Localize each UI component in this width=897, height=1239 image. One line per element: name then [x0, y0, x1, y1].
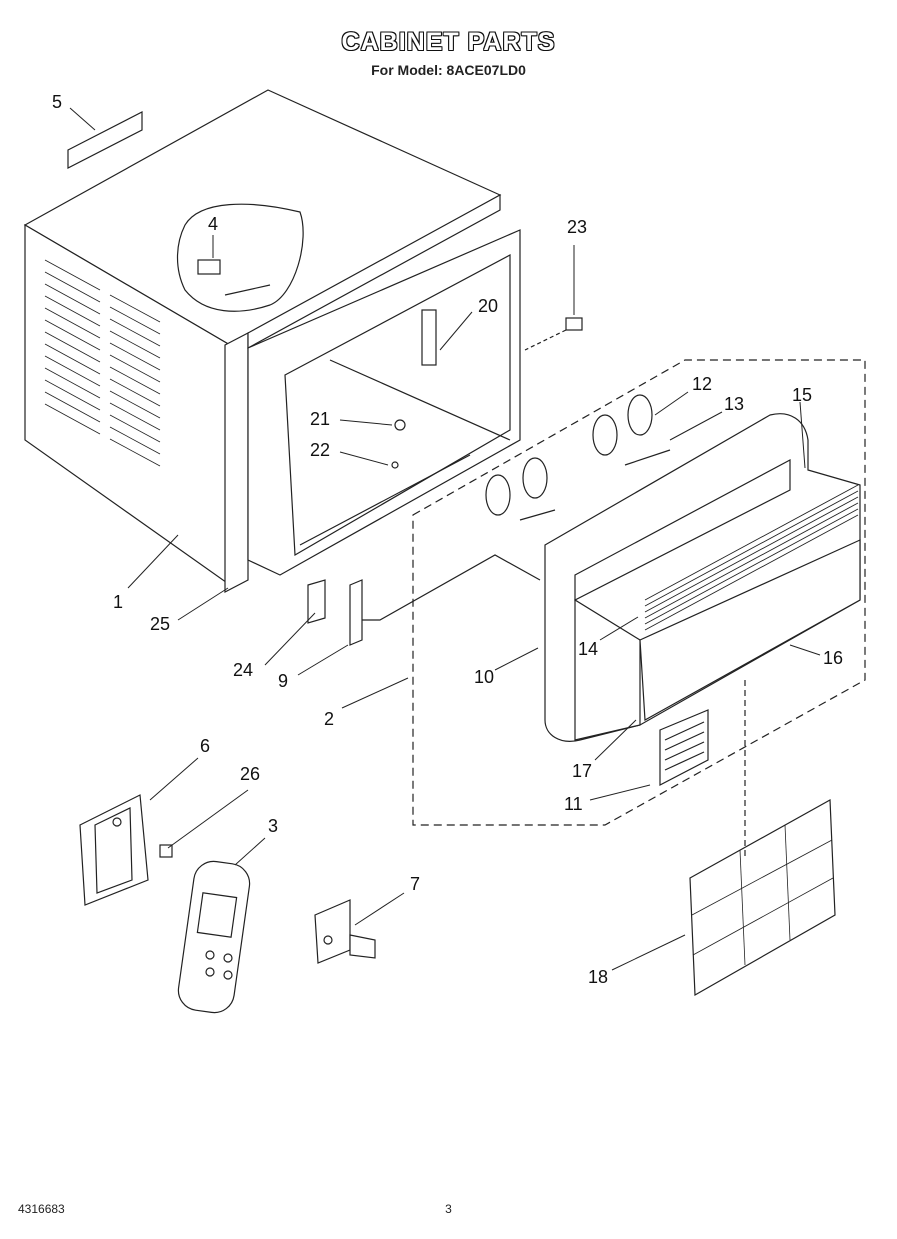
part-23-screw	[524, 317, 583, 351]
callout-23: 23	[567, 217, 587, 237]
part-13-link	[624, 449, 671, 466]
callout-6: 6	[200, 736, 210, 756]
part-2-front-assembly	[412, 359, 866, 826]
part-7-hanger	[314, 899, 376, 964]
callout-24: 24	[233, 660, 253, 680]
part-20-frame	[247, 229, 521, 576]
part-3-remote	[177, 860, 251, 1014]
callout-4: 4	[208, 214, 218, 234]
part-6-bracket	[79, 794, 149, 906]
callout-15: 15	[792, 385, 812, 405]
callout-1: 1	[113, 592, 123, 612]
part-9-strip	[349, 554, 541, 646]
diagram-title: CABINET PARTS	[341, 28, 556, 56]
part-16-door	[639, 539, 861, 721]
page-number: 3	[445, 1202, 452, 1216]
callout-21: 21	[310, 409, 330, 429]
callout-18: 18	[588, 967, 608, 987]
part-24-block	[307, 579, 326, 624]
callout-26: 26	[240, 764, 260, 784]
part-12-vane	[592, 394, 653, 456]
part-26-screw	[159, 844, 173, 858]
callout-22: 22	[310, 440, 330, 460]
callout-7: 7	[410, 874, 420, 894]
part-5-label	[67, 111, 143, 169]
callout-20: 20	[478, 296, 498, 316]
callout-12: 12	[692, 374, 712, 394]
callout-2: 2	[324, 709, 334, 729]
callout-5: 5	[52, 92, 62, 112]
part-10-front-panel	[544, 413, 861, 742]
part-14-louvers	[644, 484, 859, 631]
callout-3: 3	[268, 816, 278, 836]
model-subtitle: For Model: 8ACE07LD0	[371, 62, 526, 78]
vane-left	[485, 457, 556, 521]
callout-10: 10	[474, 667, 494, 687]
callout-9: 9	[278, 671, 288, 691]
callout-25: 25	[150, 614, 170, 634]
part-25-gasket	[224, 193, 501, 593]
callout-17: 17	[572, 761, 592, 781]
callout-labels: 5 4 1 25 24 9 2 10 23 20 21 22 12 13 15 …	[52, 92, 843, 987]
leader-lines	[69, 107, 821, 971]
part-1-cabinet	[23, 89, 502, 587]
callout-13: 13	[724, 394, 744, 414]
callout-16: 16	[823, 648, 843, 668]
callout-11: 11	[564, 794, 583, 814]
callout-14: 14	[578, 639, 598, 659]
document-number: 4316683	[18, 1202, 65, 1216]
part-11-grille	[659, 709, 709, 786]
part-18-filter	[689, 680, 836, 997]
